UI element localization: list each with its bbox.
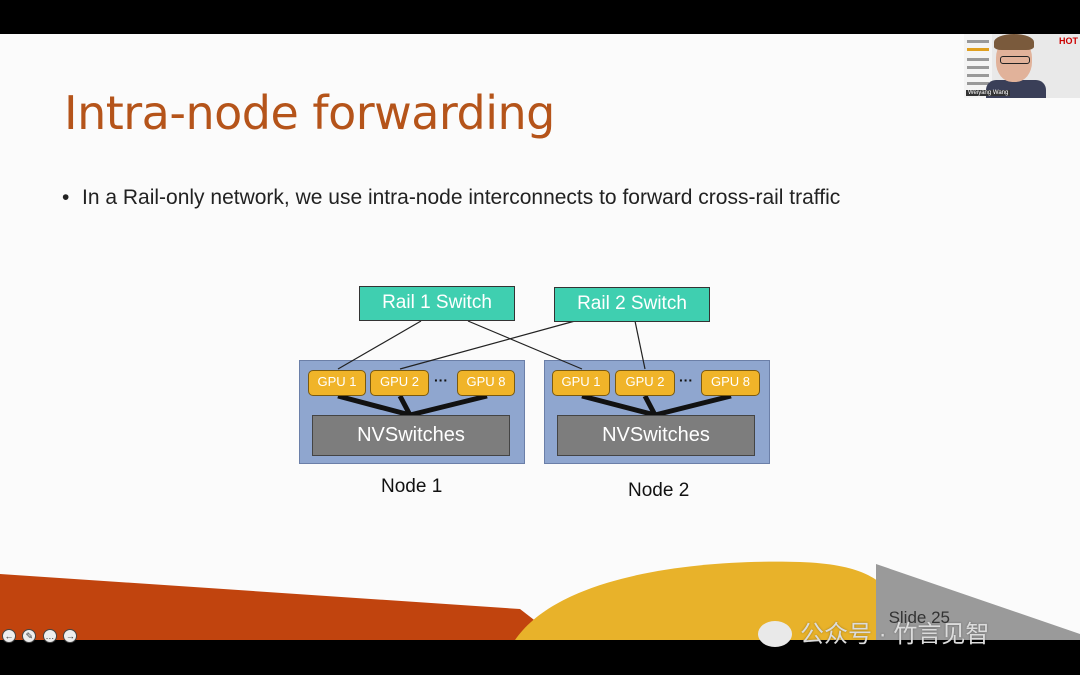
rail-1-switch: Rail 1 Switch	[359, 286, 515, 321]
sponsor-panel	[964, 34, 992, 98]
prev-arrow-icon[interactable]: ←	[2, 629, 16, 643]
gray-corner	[876, 564, 1080, 640]
node-1-nvswitches: NVSwitches	[312, 415, 510, 456]
slide-canvas: Intra-node forwarding • In a Rail-only ne…	[0, 34, 1080, 640]
rail-2-switch: Rail 2 Switch	[554, 287, 710, 322]
node-1-ellipsis: ···	[434, 372, 448, 388]
node-1-gpu-2: GPU 2	[370, 370, 429, 396]
nvlink-n1-g8	[409, 393, 488, 418]
nvlink-n1-g1	[337, 393, 411, 418]
node-1-gpu-8: GPU 8	[457, 370, 515, 396]
slide-number: Slide 25	[888, 608, 950, 627]
glasses-icon	[1000, 56, 1030, 64]
node-2-gpu-8: GPU 8	[701, 370, 760, 396]
watermark: 公众号 · 竹言见智	[758, 614, 989, 649]
presenter-name: Weiyang Wang	[966, 90, 1011, 96]
nvlink-n2-g8	[654, 393, 732, 418]
node-2-label: Node 2	[628, 480, 690, 501]
bullet-marker: •	[62, 186, 70, 209]
nvlink-n2-g1	[581, 393, 656, 418]
link-rail1-node1-gpu1	[337, 320, 422, 370]
yellow-band	[515, 561, 890, 640]
watermark-text: 公众号 · 竹言见智	[800, 621, 990, 648]
slide-decoration	[0, 561, 1080, 640]
wechat-icon	[758, 620, 792, 647]
hot-interconnects-logo: HOT	[1059, 36, 1078, 46]
nvlink-n1-g2	[397, 394, 413, 417]
presenter-hair	[994, 34, 1034, 50]
presenter-webcam[interactable]: HOT Weiyang Wang	[964, 34, 1080, 98]
node-2-ellipsis: ···	[679, 372, 693, 388]
node-2-nvswitches: NVSwitches	[557, 415, 755, 456]
bullet-point: • In a Rail-only network, we use intra-no…	[62, 186, 840, 210]
link-rail2-node1-gpu2	[399, 320, 576, 370]
orange-band	[0, 574, 560, 640]
slide-title: Intra-node forwarding	[64, 86, 555, 140]
next-arrow-icon[interactable]: →	[63, 629, 78, 643]
nvlink-n2-g2	[642, 394, 658, 417]
bullet-text: In a Rail-only network, we use intra-nod…	[82, 186, 841, 209]
node-1-label: Node 1	[381, 476, 443, 497]
link-rail1-node2-gpu1	[467, 320, 583, 370]
diagram-links	[337, 320, 732, 418]
link-rail2-node2-gpu2	[634, 320, 646, 370]
node-1-gpu-1: GPU 1	[308, 370, 366, 396]
more-icon[interactable]: …	[42, 629, 57, 643]
presentation-controls: ← ✎ … →	[2, 626, 79, 644]
node-2-gpu-2: GPU 2	[615, 370, 675, 396]
node-2-gpu-1: GPU 1	[552, 370, 610, 396]
pen-icon[interactable]: ✎	[22, 629, 37, 643]
